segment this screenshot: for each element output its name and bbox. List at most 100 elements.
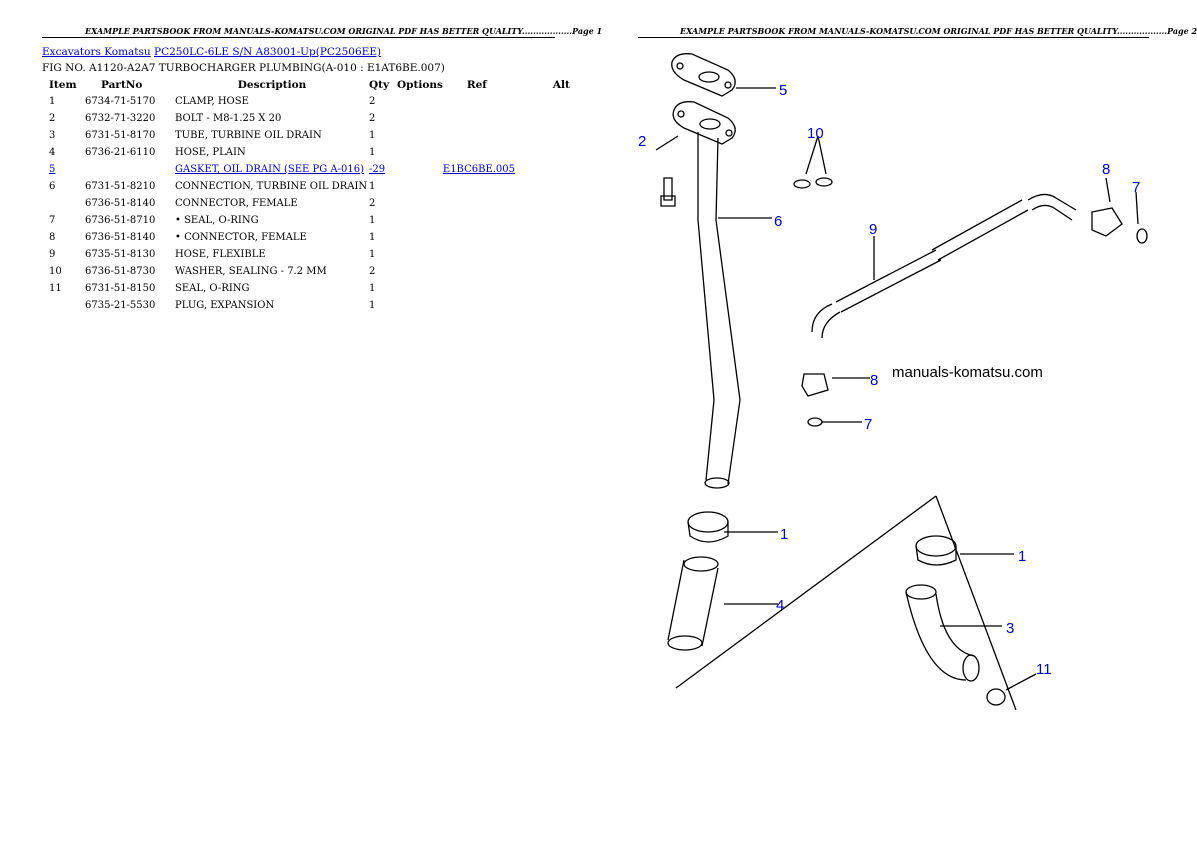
cell-item-text[interactable]: 5: [49, 164, 56, 175]
cell-qty: 1: [369, 212, 397, 229]
cell-item: 3: [42, 127, 85, 144]
cell-item-text: 7: [49, 215, 56, 226]
callout-1-left: 1: [780, 526, 788, 543]
table-row: 5 GASKET, OIL DRAIN (SEE PG A-016) -29 E1BC…: [42, 161, 593, 178]
cell-partno: [85, 161, 175, 178]
cell-qty[interactable]: -29: [369, 161, 397, 178]
cell-description-text: SEAL, O-RING: [175, 283, 250, 294]
cell-item[interactable]: 5: [42, 161, 85, 178]
parts-table-header: Item PartNo Description Qty Options Ref …: [42, 77, 593, 93]
cell-qty-text: 2: [369, 198, 376, 209]
cell-description-text[interactable]: GASKET, OIL DRAIN (SEE PG A-016): [175, 164, 365, 175]
cell-item: 4: [42, 144, 85, 161]
cell-qty: 1: [369, 144, 397, 161]
cell-qty: 1: [369, 178, 397, 195]
callout-6: 6: [774, 213, 782, 230]
cell-description-text: CONNECTOR, FEMALE: [175, 198, 298, 209]
o-ring-mid: [807, 417, 823, 427]
cell-partno: 6731-51-8170: [85, 127, 175, 144]
cell-partno-text: 6736-51-8140: [85, 198, 156, 209]
gasket-hole: [698, 71, 720, 83]
cell-options: [397, 110, 443, 127]
cell-ref: [443, 127, 543, 144]
cell-description-text: • CONNECTOR, FEMALE: [175, 232, 307, 243]
cell-description-text: PLUG, EXPANSION: [175, 300, 275, 311]
cell-partno: 6736-51-8140: [85, 229, 175, 246]
callout-8-right: 8: [1102, 161, 1110, 178]
cell-ref[interactable]: E1BC6BE.005: [443, 161, 543, 178]
callout-8-mid: 8: [870, 372, 878, 389]
cell-alt: [543, 110, 593, 127]
cell-ref: [443, 178, 543, 195]
cell-alt: [543, 263, 593, 280]
cell-description: PLUG, EXPANSION: [175, 297, 369, 314]
cell-description-text: CONNECTION, TURBINE OIL DRAIN: [175, 181, 368, 192]
cell-alt: [543, 212, 593, 229]
leader-lines: [718, 87, 1139, 691]
cell-item-text: 3: [49, 130, 56, 141]
breadcrumb-category-link[interactable]: Excavators Komatsu: [42, 46, 151, 58]
cell-partno-text: 6736-51-8710: [85, 215, 156, 226]
cell-alt: [543, 93, 593, 110]
cell-qty-text: 2: [369, 113, 376, 124]
cell-qty-text: 2: [369, 96, 376, 107]
breadcrumb-model-link[interactable]: PC250LC-6LE S/N A83001-Up(PC2506EE): [154, 46, 382, 58]
column-header-description: Description: [237, 79, 307, 91]
cell-qty-text: 2: [369, 266, 376, 277]
cell-ref: [443, 263, 543, 280]
cell-partno: 6736-51-8730: [85, 263, 175, 280]
cell-qty-text: 1: [369, 249, 376, 260]
cell-partno-text: 6731-51-8150: [85, 283, 156, 294]
callout-7-right: 7: [1132, 179, 1140, 196]
cell-alt: [543, 195, 593, 212]
cell-description-text: TUBE, TURBINE OIL DRAIN: [175, 130, 322, 141]
callout-2: 2: [638, 133, 646, 150]
cell-options: [397, 195, 443, 212]
cell-description: BOLT - M8-1.25 X 20: [175, 110, 369, 127]
cell-qty-text: 1: [369, 181, 376, 192]
cell-options: [397, 212, 443, 229]
frame-line: [675, 495, 1017, 711]
cell-description[interactable]: GASKET, OIL DRAIN (SEE PG A-016): [175, 161, 369, 178]
cell-alt: [543, 280, 593, 297]
cell-qty-text: 1: [369, 147, 376, 158]
callout-11: 11: [1036, 661, 1052, 678]
cell-description-text: BOLT - M8-1.25 X 20: [175, 113, 282, 124]
column-header-partno: PartNo: [101, 79, 143, 91]
breadcrumb: Excavators Komatsu PC250LC-6LE S/N A8300…: [42, 46, 381, 58]
cell-alt: [543, 297, 593, 314]
cell-partno-text: 6736-21-6110: [85, 147, 156, 158]
cell-ref: [443, 195, 543, 212]
cell-qty-text[interactable]: -29: [369, 164, 386, 175]
callout-4: 4: [776, 597, 784, 614]
page-header-left: EXAMPLE PARTSBOOK FROM MANUALS-KOMATSU.C…: [85, 26, 603, 36]
cell-partno-text: 6731-51-8210: [85, 181, 156, 192]
callout-3: 3: [1006, 620, 1014, 637]
cell-options: [397, 297, 443, 314]
cell-partno-text: 6735-21-5530: [85, 300, 156, 311]
cell-ref: [443, 144, 543, 161]
cell-qty-text: 1: [369, 130, 376, 141]
cell-description-text: HOSE, PLAIN: [175, 147, 246, 158]
cell-partno-text: 6732-71-3220: [85, 113, 156, 124]
cell-partno: 6731-51-8150: [85, 280, 175, 297]
cell-item: 6: [42, 178, 85, 195]
cell-options: [397, 127, 443, 144]
column-header-ref: Ref: [466, 79, 487, 91]
callout-1-right: 1: [1018, 548, 1026, 565]
cell-description: CONNECTOR, FEMALE: [175, 195, 369, 212]
cell-qty: 2: [369, 195, 397, 212]
cell-ref: [443, 110, 543, 127]
cell-options: [397, 280, 443, 297]
cell-options: [397, 229, 443, 246]
cell-qty: 1: [369, 280, 397, 297]
o-ring-11: [986, 688, 1006, 706]
table-row: 4 6736-21-6110 HOSE, PLAIN 1: [42, 144, 593, 161]
cell-options: [397, 178, 443, 195]
cell-item-text: 4: [49, 147, 56, 158]
cell-ref-text[interactable]: E1BC6BE.005: [442, 164, 516, 175]
